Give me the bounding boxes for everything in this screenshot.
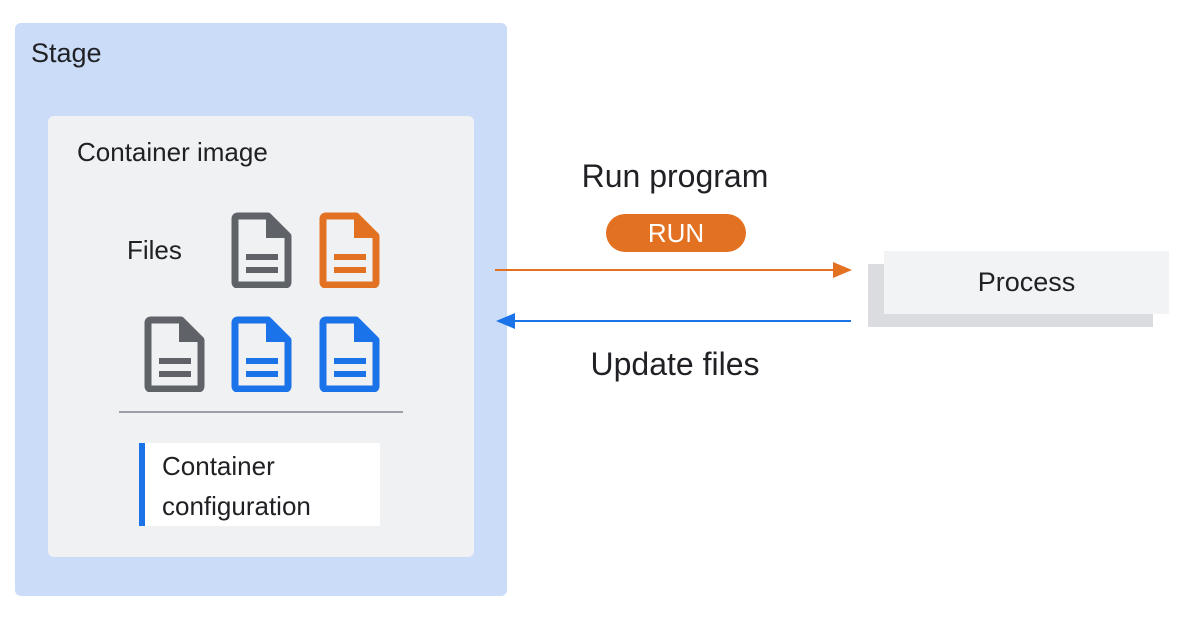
run-arrow-head	[833, 262, 852, 278]
process-box: Process	[884, 251, 1169, 314]
file-icon-gray	[143, 316, 207, 392]
file-icon-orange	[318, 212, 382, 288]
files-label: Files	[127, 235, 182, 265]
update-files-label: Update files	[590, 346, 760, 382]
run-badge: RUN	[606, 214, 746, 252]
container-image-title: Container image	[77, 137, 268, 167]
arrows	[495, 262, 852, 329]
process-label: Process	[977, 267, 1076, 297]
container-configuration-label: Container configuration	[162, 451, 311, 521]
file-icon-blue	[230, 316, 294, 392]
update-arrow-head	[496, 313, 515, 329]
divider	[119, 411, 403, 413]
run-program-label: Run program	[581, 158, 769, 194]
file-icon-blue	[318, 316, 382, 392]
file-icon-gray	[230, 212, 294, 288]
stage-title: Stage	[31, 38, 102, 68]
container-configuration-box	[139, 443, 380, 526]
